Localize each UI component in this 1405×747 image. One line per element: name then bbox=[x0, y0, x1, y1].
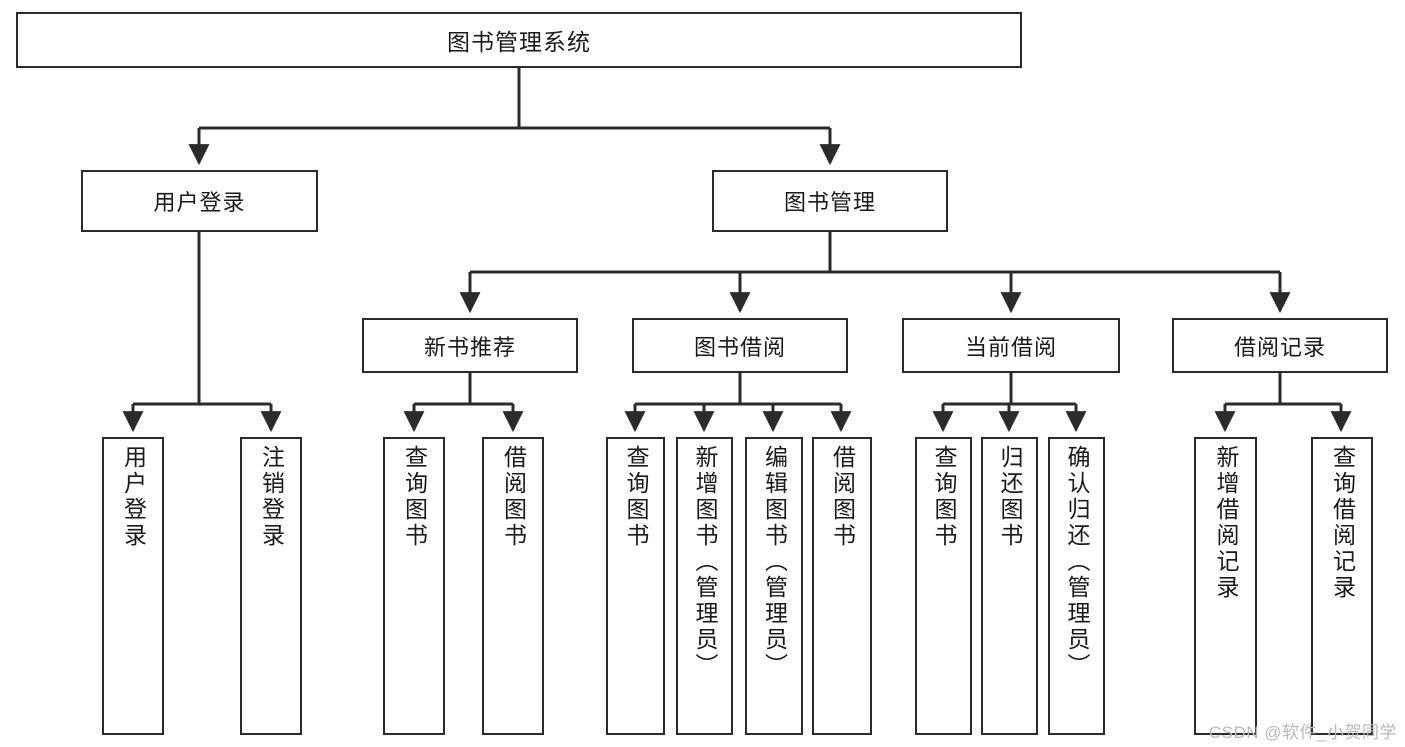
node-current-borrow[interactable]: 当前借阅 bbox=[902, 318, 1120, 373]
node-root-system[interactable]: 图书管理系统 bbox=[16, 12, 1022, 68]
node-label: 确认归还（管理员） bbox=[1064, 445, 1090, 679]
node-label: 借阅图书 bbox=[829, 445, 856, 549]
node-label: 注销登录 bbox=[258, 445, 285, 549]
node-leaf-query-book-b[interactable]: 查询图书 bbox=[606, 437, 665, 735]
node-label: 新书推荐 bbox=[423, 334, 516, 360]
node-leaf-borrow-book-a[interactable]: 借阅图书 bbox=[482, 437, 544, 735]
node-label: 用户登录 bbox=[120, 445, 147, 549]
node-book-management[interactable]: 图书管理 bbox=[712, 170, 948, 232]
node-new-book-recommend[interactable]: 新书推荐 bbox=[362, 318, 578, 373]
node-label: 查询图书 bbox=[401, 445, 428, 549]
node-label: 查询图书 bbox=[931, 445, 957, 549]
node-leaf-confirm-return-admin[interactable]: 确认归还（管理员） bbox=[1048, 437, 1105, 735]
node-leaf-add-borrow-record[interactable]: 新增借阅记录 bbox=[1194, 437, 1257, 735]
node-leaf-query-book-c[interactable]: 查询图书 bbox=[915, 437, 972, 735]
node-label: 归还图书 bbox=[997, 445, 1023, 549]
node-leaf-borrow-book-b[interactable]: 借阅图书 bbox=[812, 437, 872, 735]
node-label: 图书管理系统 bbox=[447, 29, 591, 55]
node-leaf-user-login[interactable]: 用户登录 bbox=[102, 437, 164, 735]
node-leaf-query-book-a[interactable]: 查询图书 bbox=[383, 437, 445, 735]
node-label: 新增借阅记录 bbox=[1213, 445, 1239, 601]
node-label: 借阅记录 bbox=[1233, 334, 1326, 360]
node-leaf-edit-book-admin[interactable]: 编辑图书（管理员） bbox=[745, 437, 803, 735]
node-borrow-records[interactable]: 借阅记录 bbox=[1172, 318, 1388, 373]
node-label: 查询图书 bbox=[623, 445, 649, 549]
node-leaf-logout[interactable]: 注销登录 bbox=[240, 437, 302, 735]
node-label: 借阅图书 bbox=[500, 445, 527, 549]
node-book-borrow[interactable]: 图书借阅 bbox=[632, 318, 848, 373]
node-label: 图书管理 bbox=[783, 190, 876, 215]
node-label: 新增图书（管理员） bbox=[692, 445, 718, 679]
node-label: 用户登录 bbox=[153, 190, 246, 215]
node-label: 图书借阅 bbox=[693, 334, 786, 360]
node-user-login[interactable]: 用户登录 bbox=[81, 170, 318, 232]
node-leaf-query-borrow-record[interactable]: 查询借阅记录 bbox=[1311, 437, 1373, 735]
node-leaf-add-book-admin[interactable]: 新增图书（管理员） bbox=[676, 437, 733, 735]
node-label: 查询借阅记录 bbox=[1329, 445, 1356, 601]
node-leaf-return-book[interactable]: 归还图书 bbox=[981, 437, 1038, 735]
node-label: 当前借阅 bbox=[964, 334, 1057, 360]
node-label: 编辑图书（管理员） bbox=[761, 445, 788, 679]
